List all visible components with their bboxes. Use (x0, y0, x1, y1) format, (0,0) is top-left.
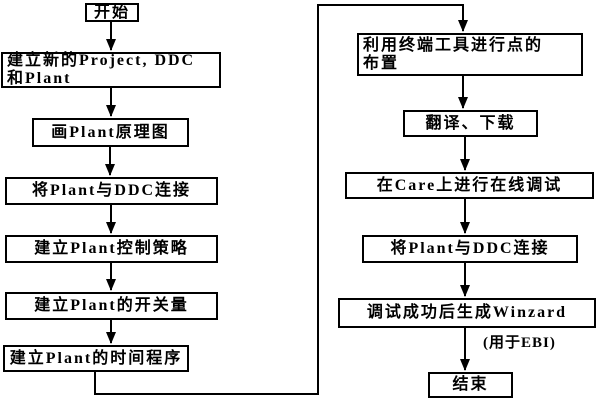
edge-time-program-to-terminal-tool-loop (94, 4, 468, 395)
flow-node-connect-plant-ddc-label: 将Plant与DDC连接 (31, 182, 192, 200)
flow-node-online-debug-on-care-label: 在Care上进行在线调试 (376, 176, 563, 194)
flow-node-generate-winzard: 调试成功后生成Winzard (338, 298, 596, 328)
flow-node-terminal-tool-point-layout-label: 利用终端工具进行点的 布置 (363, 36, 544, 72)
flow-node-end: 结束 (428, 372, 513, 398)
flow-node-connect-plant-ddc-again-label: 将Plant与DDC连接 (390, 240, 550, 258)
ebi-usage-annotation: (用于EBI) (483, 331, 556, 352)
flow-node-create-time-program-label: 建立Plant的时间程序 (9, 349, 183, 367)
flow-node-create-switch-values-label: 建立Plant的开关量 (34, 297, 189, 315)
flow-node-draw-plant-diagram-label: 画Plant原理图 (51, 123, 170, 141)
flow-node-translate-download: 翻译、下载 (403, 110, 538, 137)
flow-node-online-debug-on-care: 在Care上进行在线调试 (345, 172, 594, 199)
flow-node-create-control-strategy: 建立Plant控制策略 (5, 235, 218, 263)
flow-node-end-label: 结束 (452, 376, 489, 394)
flow-node-draw-plant-diagram: 画Plant原理图 (32, 118, 189, 147)
flow-node-create-project-ddc-plant-label: 建立新的Project, DDC 和Plant (7, 52, 196, 87)
flow-node-create-project-ddc-plant: 建立新的Project, DDC 和Plant (1, 52, 221, 88)
flow-node-connect-plant-ddc: 将Plant与DDC连接 (5, 177, 218, 205)
flow-node-connect-plant-ddc-again: 将Plant与DDC连接 (362, 235, 578, 263)
flow-node-create-time-program: 建立Plant的时间程序 (3, 345, 189, 372)
flow-node-create-control-strategy-label: 建立Plant控制策略 (34, 240, 189, 258)
flow-node-create-switch-values: 建立Plant的开关量 (5, 292, 218, 320)
flow-node-terminal-tool-point-layout: 利用终端工具进行点的 布置 (357, 33, 583, 76)
flow-node-generate-winzard-label: 调试成功后生成Winzard (366, 304, 568, 322)
flow-node-start: 开始 (85, 3, 139, 22)
flow-node-translate-download-label: 翻译、下载 (425, 114, 516, 132)
flow-node-start-label: 开始 (93, 3, 130, 21)
